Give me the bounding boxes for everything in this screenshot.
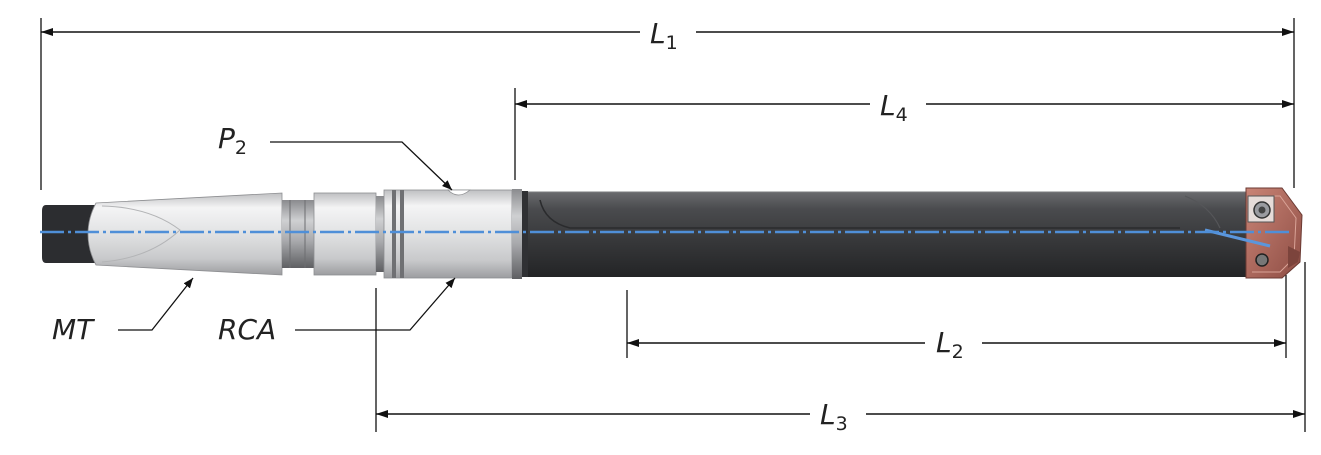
shank-neck bbox=[282, 200, 314, 268]
collar-section-1 bbox=[313, 192, 377, 276]
boring-bar-tool bbox=[40, 187, 1303, 279]
label-p2: P bbox=[218, 122, 235, 155]
callout-mt: MT bbox=[52, 277, 194, 346]
label-p2-subscript: 2 bbox=[235, 137, 247, 159]
callout-rca: RCA bbox=[218, 277, 456, 346]
rca-collar bbox=[383, 189, 513, 279]
label-mt: MT bbox=[52, 313, 95, 346]
label-l4: L bbox=[880, 89, 896, 122]
svg-text:L3: L3 bbox=[820, 398, 848, 435]
svg-text:L1: L1 bbox=[650, 17, 678, 54]
label-l3: L bbox=[820, 398, 836, 431]
dimension-l2: L2 bbox=[627, 326, 1286, 363]
groove-ring-1 bbox=[392, 190, 396, 278]
callout-p2: P2 bbox=[218, 122, 453, 191]
svg-text:P2: P2 bbox=[218, 122, 247, 159]
label-l4-subscript: 4 bbox=[896, 104, 908, 126]
dimension-l4: L4 bbox=[515, 89, 1294, 126]
groove-ring-2 bbox=[400, 190, 404, 278]
label-l2-subscript: 2 bbox=[952, 341, 964, 363]
p2-notch bbox=[447, 189, 472, 196]
boring-bar-body bbox=[528, 192, 1252, 277]
svg-text:L2: L2 bbox=[936, 326, 964, 363]
label-l2: L bbox=[936, 326, 952, 359]
morse-taper-cone bbox=[87, 192, 283, 276]
label-l1-subscript: 1 bbox=[666, 32, 678, 54]
dimension-l1: L1 bbox=[41, 17, 1294, 54]
label-rca: RCA bbox=[218, 313, 276, 346]
dimension-l3: L3 bbox=[376, 398, 1305, 435]
label-l3-subscript: 3 bbox=[836, 413, 848, 435]
morse-taper-shank bbox=[42, 205, 99, 263]
label-l1: L bbox=[650, 17, 666, 50]
insert-screw-bottom bbox=[1255, 253, 1269, 267]
svg-text:L4: L4 bbox=[880, 89, 908, 126]
